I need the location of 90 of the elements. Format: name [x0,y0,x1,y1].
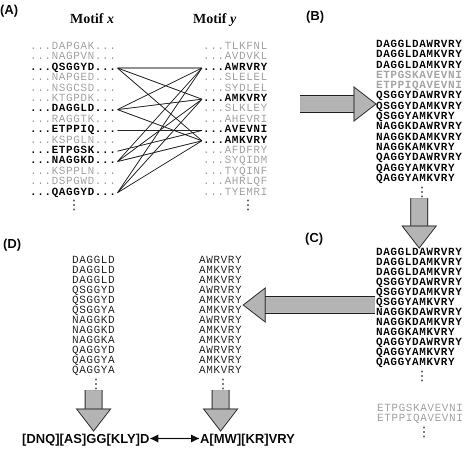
sequence-text: QAGGYDAWRVRY [376,338,462,348]
sequence-text: QAGGYDAWRVRY [376,153,462,164]
sequence-text: DAGGLD [72,256,116,266]
panel-label: (A) [0,2,18,17]
sequence-text: ...KSPPLN... [30,166,116,178]
sequence-text: ...TLKFNL [203,42,268,52]
sequence-text: AMKVRY [199,356,242,366]
sequence-text: ...DAPGAK... [30,42,116,52]
sequence-text: QAGGYAMKVRY [376,174,456,184]
sequence-text: ...AHEVRI [203,114,268,126]
motif-pattern: [DNQ][AS]GG[KLY]D [22,431,150,446]
panel-label: (C) [305,230,324,245]
sequence-text: QAGGYAMKVRY [376,164,456,174]
sequence-text: ...SYDLEL [203,84,268,94]
panel-label: (B) [306,8,324,23]
sequence-text: QAGGYA [72,366,116,376]
sequence-text: AMKVRY [199,336,242,346]
sequence-text: ...NSGCSD... [30,84,116,94]
sequence-text: ...DAGGLD... [30,104,116,115]
sequence-text: NAGGKDAWRVRY [376,122,462,133]
sequence-text: NAGGKA [72,336,116,346]
sequence-text: NAGGKD [72,326,116,336]
sequence-text: NAGGKDAWRVRY [376,308,462,318]
sequence-text: DAGGLDAMKVRY [376,60,462,71]
sequence-text: QAGGYAMKVRY [376,348,456,358]
sequence-text: NAGGKAMKVRY [376,142,456,154]
column-heading: Motif y [193,12,236,28]
sequence-text: ...NAPGED... [30,73,116,84]
sequence-text: QSGGYDAMKVRY [376,102,462,112]
sequence-text: ...AHRLQF [203,177,268,188]
sequence-text: ...SLELEL [203,73,268,84]
sequence-text: ETPGSKAVEVNI [376,70,462,82]
sequence-text: ...QAGGYD... [30,188,116,198]
sequence-text: AMKVRY [199,296,242,306]
sequence-text: AWRVRY [199,286,242,296]
panel-label: (D) [3,236,22,251]
sequence-text: NAGGKDAMKVRY [376,132,462,143]
sequence-text: DAGGLD [72,266,116,276]
sequence-text: QSGGYAMKVRY [376,112,456,122]
sequence-text: ...ETPGSK... [30,146,116,156]
sequence-text: ...SLKLEY [203,104,268,115]
sequence-text: QSGGYAMKVRY [376,298,456,308]
sequence-text: QAGGYA [72,356,116,366]
sequence-text: ...AMKVRY [203,94,268,104]
sequence-text: NAGGKD [72,316,116,326]
sequence-text: ...AFDFRY [203,146,268,156]
sequence-text: ...SYQIDM [203,156,268,167]
sequence-text: ...QSGGYD... [30,62,116,74]
sequence-text: DAGGLDAMKVRY [376,258,462,268]
sequence-text: ETPPIQAVEVNI [376,81,462,92]
sequence-text: ...AWRVRY [203,62,268,74]
sequence-text: AWRVRY [199,346,242,356]
sequence-text: AMKVRY [199,366,242,376]
sequence-text: DAGGLDAMKVRY [376,50,462,61]
sequence-text: ETPPIQAVEVNI [377,414,464,425]
column-heading: Motif x [70,12,114,28]
sequence-text: ...AVDVKL [203,52,268,63]
sequence-text: ...RAGGTK... [30,114,116,126]
sequence-text: QSGGYD [72,296,116,306]
sequence-text: NAGGKDAMKVRY [376,318,462,328]
motif-pattern: A[MW][KR]VRY [200,431,295,446]
sequence-text: ...TYEMRI [203,188,268,198]
sequence-text: AMKVRY [199,266,242,276]
sequence-text: DAGGLDAMKVRY [376,268,462,278]
sequence-text: AWRVRY [199,316,242,326]
sequence-text: AMKVRY [199,326,242,336]
sequence-text: ...DSPGWD... [30,177,116,188]
sequence-text: NAGGKAMKVRY [376,328,456,338]
sequence-text: QAGGYAMKVRY [376,358,456,368]
sequence-text: ...ETPPIQ... [30,125,116,136]
sequence-text: DAGGLD [72,276,116,286]
sequence-text: ...AMKVRY [203,136,268,146]
sequence-text: QSGGYA [72,306,116,316]
sequence-text: ...KTGPDK... [30,94,116,104]
sequence-text: QSGGYD [72,286,116,296]
sequence-text: QAGGYD [72,346,116,356]
sequence-text: AMKVRY [199,276,242,286]
sequence-text: DAGGLDAWRVRY [376,40,462,50]
sequence-text: ...KSPGLN... [30,136,116,146]
sequence-text: ...AVEVNI [203,125,268,136]
sequence-text: ...TYQINF [203,166,268,178]
sequence-text: DAGGLDAWRVRY [376,248,462,258]
sequence-text: QSGGYDAWRVRY [376,278,462,288]
sequence-text: ...NAGPVN... [30,52,116,63]
sequence-text: ETPGSKAVEVNI [377,404,464,414]
sequence-text: AMKVRY [199,306,242,316]
sequence-text: QSGGYDAMKVRY [376,288,462,298]
sequence-text: QSGGYDAWRVRY [376,91,462,102]
sequence-text: AWRVRY [199,256,242,266]
sequence-text: ...NAGGKD... [30,156,116,167]
